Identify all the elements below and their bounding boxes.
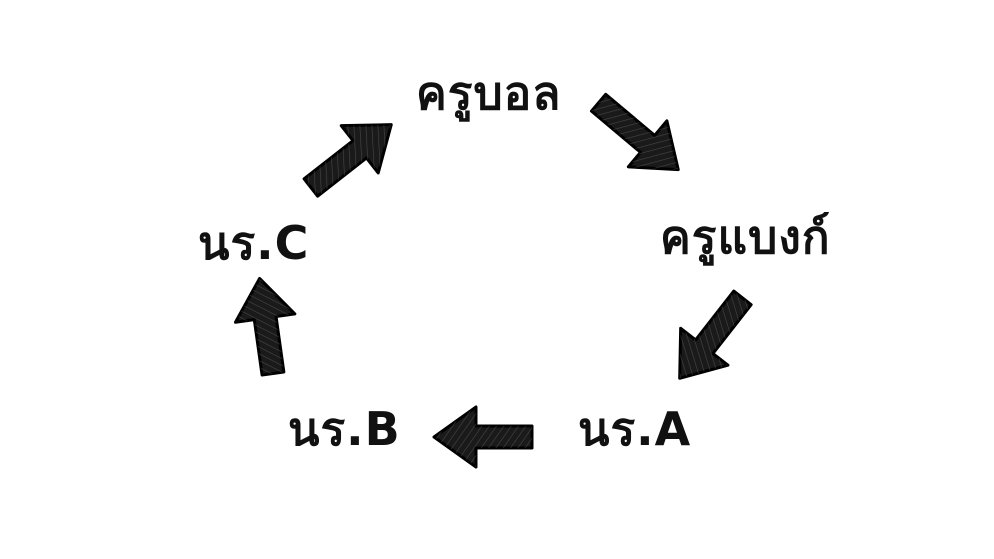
node-top: ครูบอล: [416, 66, 562, 120]
arrow-right-to-bottom-right: [678, 289, 753, 380]
node-bottom-left: นร.B: [288, 402, 401, 456]
arrow-left-to-top: [302, 123, 393, 198]
arrow-top-to-right: [589, 92, 680, 172]
arrow-bottom-left-to-left: [233, 276, 297, 377]
node-left: นร.C: [198, 216, 310, 270]
arrow-bottom-right-to-bottom-left: [432, 405, 534, 469]
node-bottom-right: นร.A: [578, 402, 692, 456]
node-right: ครูแบงก์: [660, 210, 831, 264]
